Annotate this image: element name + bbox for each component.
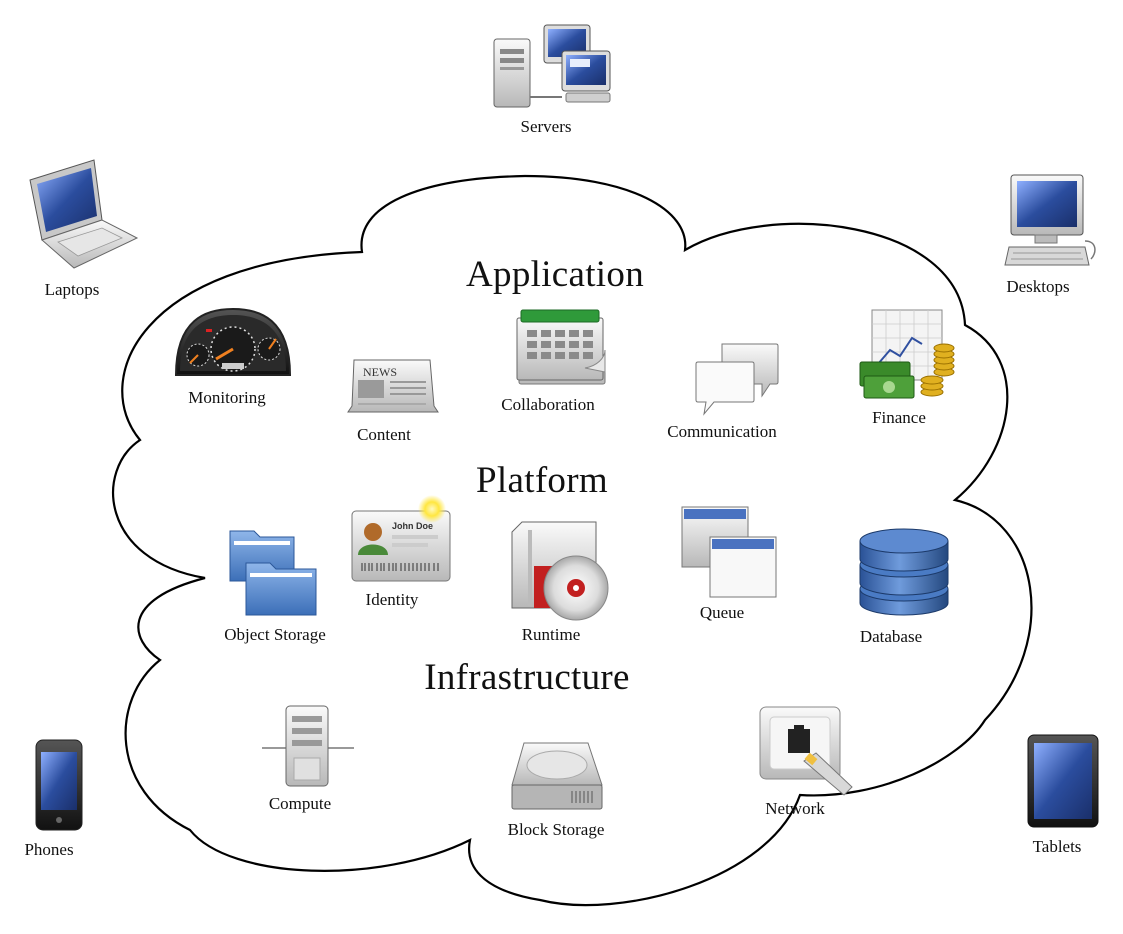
label-identity: Identity: [365, 590, 419, 609]
label-runtime: Runtime: [521, 625, 581, 644]
label-phones: Phones: [24, 840, 74, 859]
runtime-icon: [511, 521, 609, 621]
label-queue: Queue: [699, 603, 745, 622]
queue-icon: [681, 506, 777, 598]
hard-drive-icon: [511, 742, 603, 810]
folders-icon: [229, 530, 317, 616]
news-text: NEWS: [363, 365, 397, 379]
label-collaboration: Collaboration: [501, 395, 595, 414]
label-block-storage: Block Storage: [507, 820, 605, 839]
john-doe-text: John Doe: [392, 521, 433, 531]
speech-bubbles-icon: [695, 343, 779, 416]
network-icon: [759, 706, 853, 796]
servers-icon: [493, 24, 611, 108]
label-finance: Finance: [872, 408, 926, 427]
monitoring-icon: [174, 307, 292, 376]
calendar-icon: [516, 309, 606, 385]
desktop-icon: [1004, 174, 1096, 266]
label-tablets: Tablets: [1032, 837, 1082, 856]
database-icon: [859, 528, 949, 616]
phone-icon: [35, 739, 83, 831]
label-laptops: Laptops: [44, 280, 100, 299]
laptop-icon: [29, 159, 139, 269]
label-database: Database: [859, 627, 923, 646]
newspaper-icon: NEWS: [347, 359, 439, 413]
layer-title-infrastructure: Infrastructure: [424, 657, 630, 698]
label-content: Content: [357, 425, 411, 444]
finance-icon: [859, 309, 955, 399]
label-compute: Compute: [268, 794, 332, 813]
layer-title-platform: Platform: [476, 460, 608, 501]
label-monitoring: Monitoring: [188, 388, 266, 407]
label-servers: Servers: [520, 117, 572, 136]
layer-title-application: Application: [466, 254, 644, 295]
label-communication: Communication: [667, 422, 777, 441]
cloud-outline: [112, 174, 1033, 907]
compute-icon: [262, 705, 354, 787]
label-object-storage: Object Storage: [224, 625, 326, 644]
label-desktops: Desktops: [1006, 277, 1070, 296]
id-card-icon: John Doe: [351, 495, 451, 582]
label-network: Network: [765, 799, 825, 818]
tablet-icon: [1027, 734, 1099, 828]
